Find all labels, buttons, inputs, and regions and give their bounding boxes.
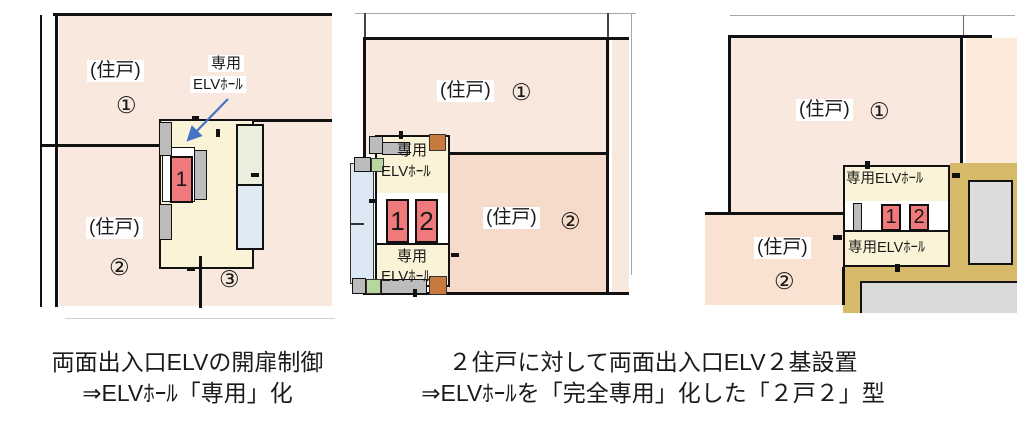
caption-right: ２住戸に対して両面出入口ELV２基設置 ⇒ELVﾎｰﾙを「完全専用」化した「２戸… [418,347,888,409]
unit1-area [731,165,843,215]
unit2-number: ② [560,208,581,234]
wall [842,267,845,305]
door-marker [251,173,259,177]
door-marker [413,289,417,297]
wall-block [382,142,410,155]
balcony-strip [42,15,55,307]
side-strip [612,40,629,293]
caption-left-line2: ⇒ELVﾎｰﾙ「専用」化 [82,380,293,406]
stair-room-green [236,124,264,186]
elv-hall-label-line2: ELVﾎｰﾙ [190,76,246,94]
floorplan-middle: 1 2 (住戸) ① (住戸) ② 専用 ELVﾎｰﾙ 専用 ELVﾎｰﾙ [350,13,636,310]
wall-block [159,204,172,240]
hall-bottom-label-line2: ELVﾎｰﾙ [381,268,431,285]
wall-block-green [371,158,384,172]
wall [55,13,58,307]
unit1-number: ① [116,92,137,118]
wall [606,37,609,295]
wall-between-units [444,152,609,155]
hall-top-label: 専用ELVﾎｰﾙ [846,171,924,187]
wall-block [352,278,366,294]
wall [40,15,42,307]
side-strip [966,38,1017,165]
wall [363,292,629,295]
wall [199,256,202,308]
unit2-label: (住戸) [483,207,540,229]
wall-block [159,122,172,156]
elevator-number: 2 [419,205,434,236]
wall-block [194,150,207,200]
unit2-area [705,215,843,305]
unit2-label: (住戸) [754,237,811,259]
elevator-number: 1 [885,206,897,228]
wall-between-units [40,144,178,147]
stair-area [860,281,1017,313]
wall [963,15,964,36]
unit1-label: (住戸) [796,99,853,121]
wall [607,13,609,39]
door-marker [833,235,842,240]
hall-bottom-label: 専用ELVﾎｰﾙ [848,240,926,256]
door-marker [865,161,870,169]
wall [728,35,992,38]
unit1-label: (住戸) [87,60,144,82]
pointer-arrow-icon [186,98,229,142]
elevator-number: 1 [175,167,188,191]
elevator-1: 1 [170,156,193,203]
caption-left-line1: 両面出入口ELVの開扉制御 [51,349,324,375]
unit2-label: (住戸) [86,217,143,239]
elevator-1: 1 [881,204,901,231]
wall [364,13,366,39]
caption-right-line2: ⇒ELVﾎｰﾙを「完全専用」化した「２戸２」型 [421,380,885,406]
unit1-number: ① [869,98,890,124]
wall [728,35,731,215]
wall-between-units [705,212,846,215]
elevator-number: 2 [913,206,925,228]
door-marker [399,131,403,139]
edge-line [355,13,636,14]
stair-area [968,180,1013,265]
wall [350,223,364,225]
wall-block-orange [429,276,447,295]
floorplan-left: 1 (住戸) ① (住戸) ② ③ 専用 ELVﾎｰﾙ [40,13,335,319]
door-marker [187,267,195,271]
wall [363,37,629,40]
wall [960,38,963,165]
unit1-label: (住戸) [437,80,494,102]
caption-right-line1: ２住戸に対して両面出入口ELV２基設置 [448,349,858,375]
caption-left: 両面出入口ELVの開扉制御 ⇒ELVﾎｰﾙ「専用」化 [5,347,370,409]
wall-block-orange [429,134,446,151]
stair-room-blue [236,184,264,250]
edge-line [65,318,335,319]
hall-top-label-line1: 専用 [397,142,428,159]
hall-top-label-line2: ELVﾎｰﾙ [381,163,431,180]
elevator-number: 1 [390,205,405,236]
unit2-number: ② [774,268,795,294]
door-marker [192,116,199,121]
elevator-2: 2 [415,199,438,243]
door-marker [369,199,375,203]
wall-block [369,136,383,154]
door-marker [451,253,459,257]
wall-block [853,203,862,231]
door-marker [895,264,900,272]
edge-line [730,15,1015,16]
unit1-number: ① [511,79,532,105]
elevator-2: 2 [909,204,929,231]
elv-hall-top [843,165,950,203]
wall [53,13,332,16]
wall-block [354,157,371,172]
wall [254,119,332,122]
floorplan-right: 1 2 (住戸) ① (住戸) ② 専用ELVﾎｰﾙ 専用ELVﾎｰﾙ [705,13,1017,313]
unit2-number: ② [109,254,130,280]
unit3-number: ③ [219,266,240,292]
door-marker [216,129,220,137]
wall-block-green [366,279,381,294]
door-marker [952,173,960,178]
elevator-1: 1 [386,199,409,243]
elv-hall-label-line1: 専用 [208,55,245,73]
hall-bottom-label-line1: 専用 [397,248,428,265]
edge-line [631,13,632,275]
